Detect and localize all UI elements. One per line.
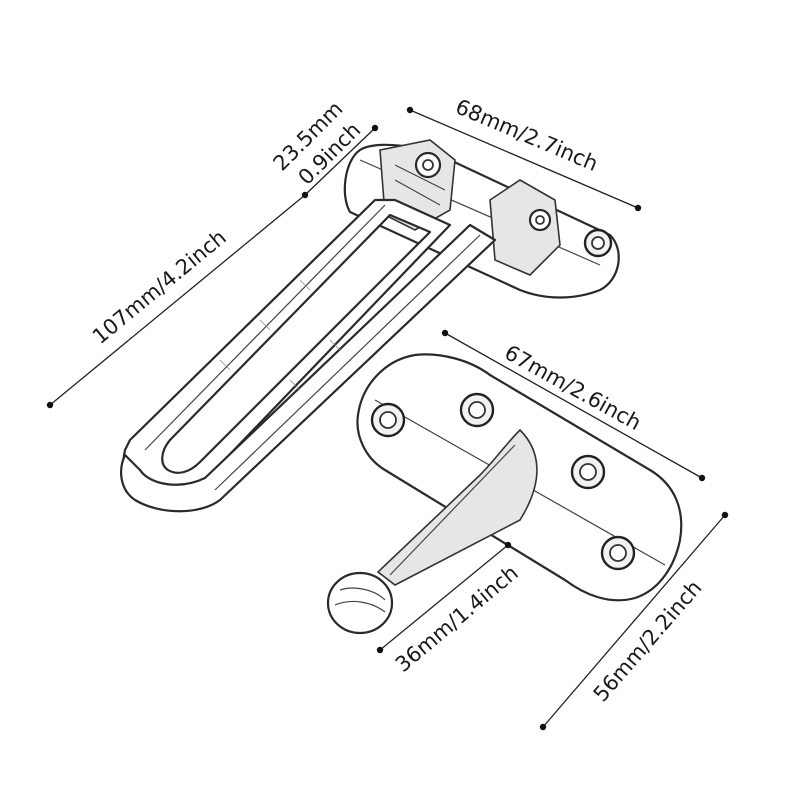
- keeper-hole-2: [459, 392, 495, 428]
- swing-bar-guard: [120, 139, 620, 513]
- keeper-knob: [326, 571, 394, 635]
- label-knob-arm-length: 36mm/1.4inch: [391, 561, 523, 677]
- dimension-lines: [46, 106, 729, 731]
- keeper-hole-1: [370, 402, 406, 438]
- guard-hinge-right: [489, 179, 561, 276]
- label-guard-arm-length: 107mm/4.2inch: [88, 225, 231, 349]
- keeper-plate: [326, 353, 683, 635]
- label-guard-base-length: 68mm/2.7inch: [452, 95, 601, 177]
- keeper-hole-3: [570, 454, 606, 490]
- keeper-hole-4: [600, 535, 636, 571]
